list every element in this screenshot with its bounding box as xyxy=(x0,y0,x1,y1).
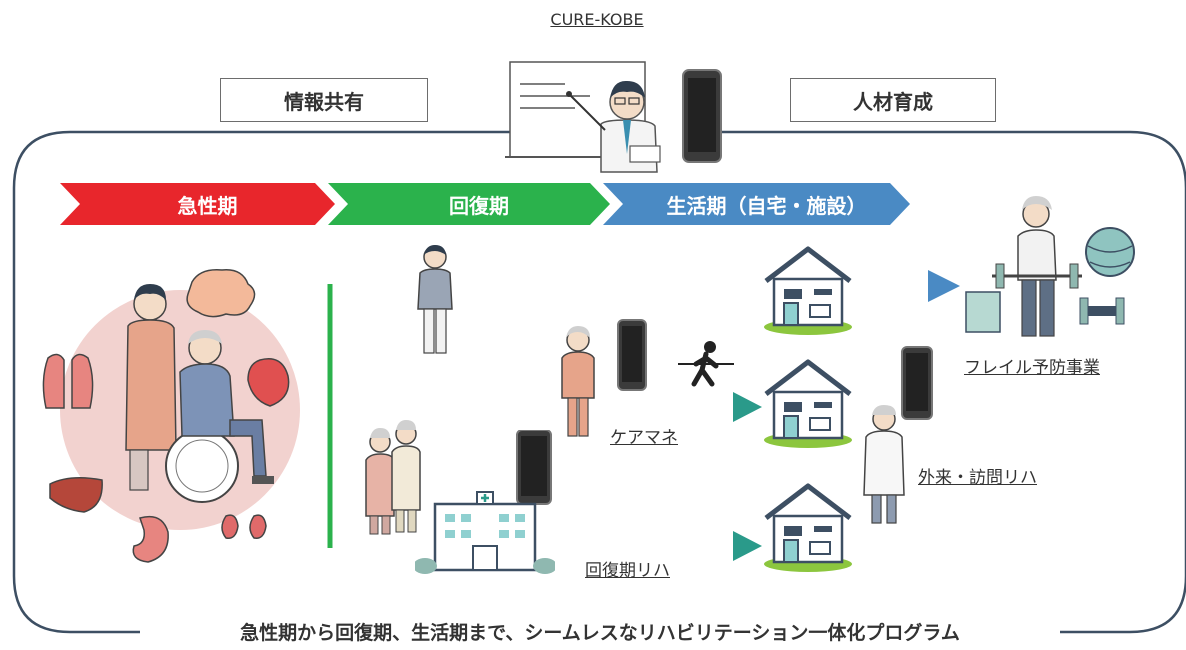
outpatient-rehab-link[interactable]: 外来・訪問リハ xyxy=(918,468,1037,488)
phase-living-label: 生活期（自宅・施設） xyxy=(666,193,867,218)
recovery-rehab-link[interactable]: 回復期リハ xyxy=(585,561,670,581)
doctor-illustration xyxy=(863,346,933,524)
elderly-couple-illustration xyxy=(365,420,421,535)
program-tagline: 急性期から回復期、生活期まで、シームレスなリハビリテーション一体化プログラム xyxy=(140,618,1060,645)
teacher-illustration xyxy=(505,61,722,173)
info-sharing-box: 情報共有 xyxy=(220,78,428,122)
phase-recovery-label: 回復期 xyxy=(449,193,509,218)
hr-development-box: 人材育成 xyxy=(790,78,996,122)
frailty-prevention-link[interactable]: フレイル予防事業 xyxy=(964,358,1100,378)
care-manager-illustration xyxy=(561,319,647,437)
acute-care-illustration xyxy=(42,269,300,563)
home-icon-bottom xyxy=(764,483,852,572)
hospital-illustration xyxy=(415,430,555,574)
patient-man-illustration xyxy=(417,245,453,354)
home-icon-top xyxy=(764,246,852,335)
phase-arrows xyxy=(60,183,910,225)
phase-acute-label: 急性期 xyxy=(177,193,238,218)
program-frame xyxy=(12,130,510,634)
frailty-exercise-illustration xyxy=(965,196,1135,337)
phase-arrow-acute xyxy=(60,183,335,225)
phase-arrow-living xyxy=(603,183,910,225)
care-manager-link[interactable]: ケアマネ xyxy=(610,428,678,448)
cure-kobe-label[interactable]: CURE-KOBE xyxy=(550,10,644,29)
home-icon-middle xyxy=(764,359,852,448)
phase-arrow-recovery xyxy=(328,183,610,225)
walking-person-icon xyxy=(678,341,734,387)
